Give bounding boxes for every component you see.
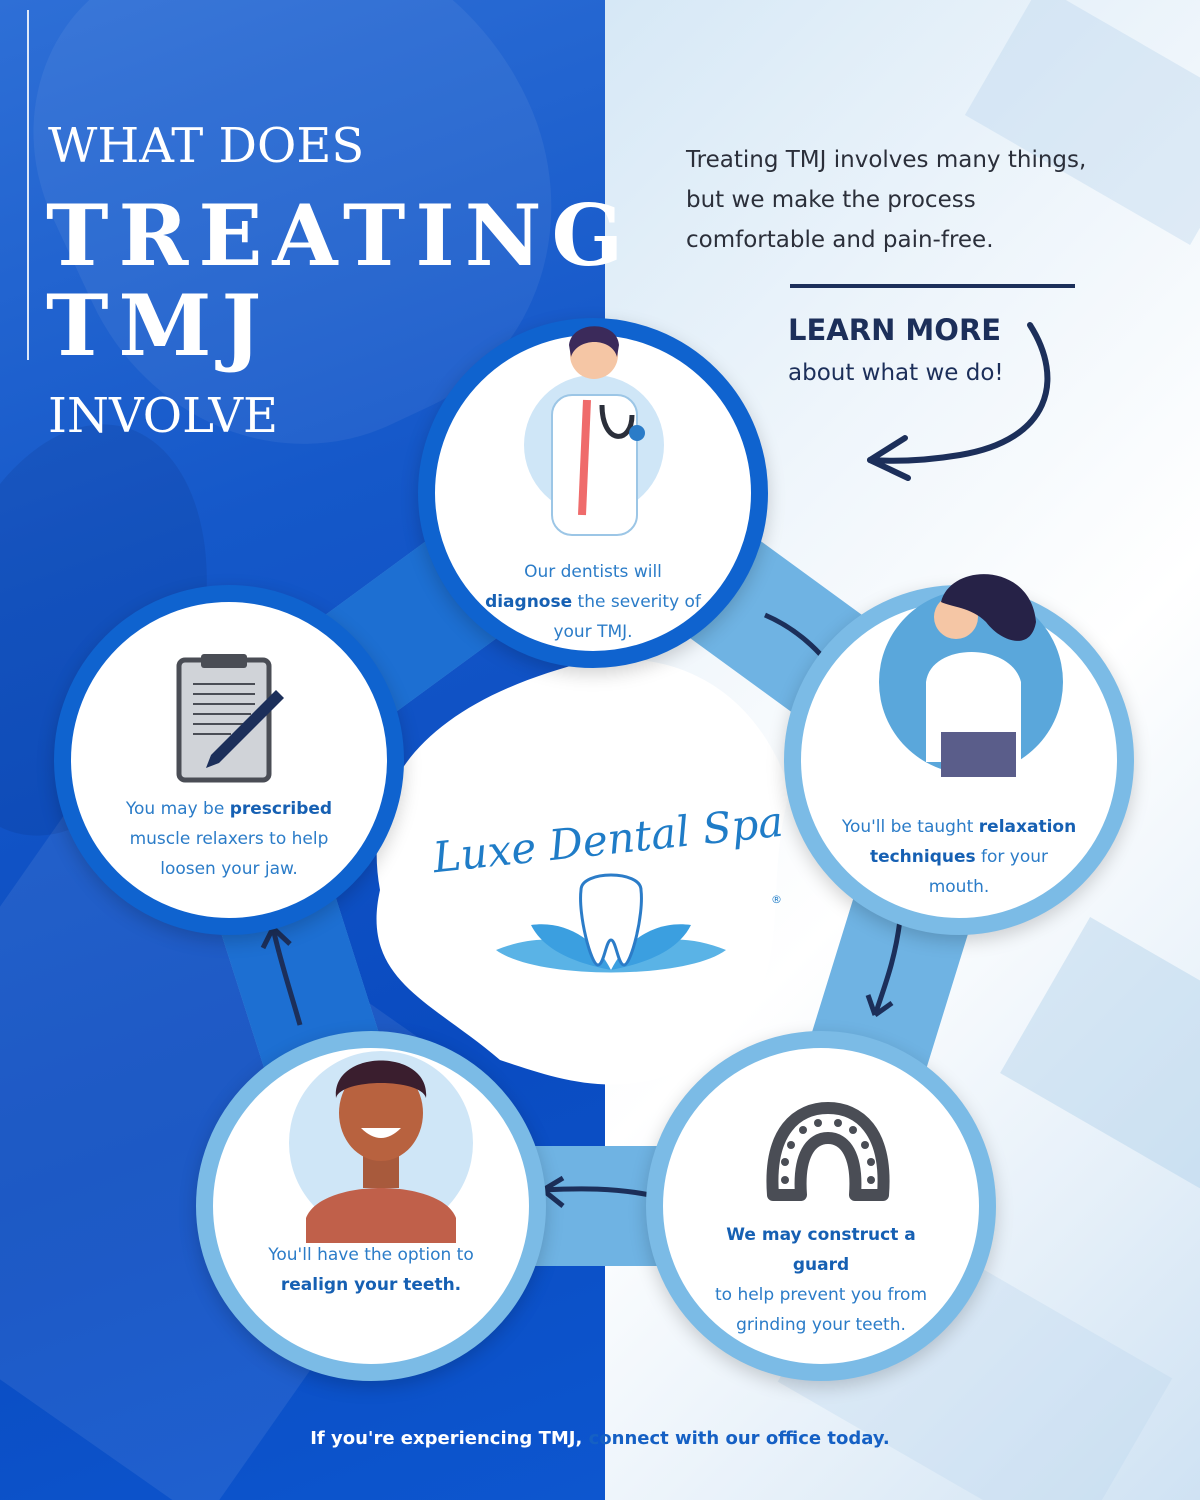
step-text: Our dentists will diagnose the severity … [485,562,701,642]
title-line-4: INVOLVE [48,388,279,444]
tooth-lotus-logo-icon [496,873,726,973]
step-card-guard: We may construct a guard to help prevent… [646,1031,996,1381]
thinking-woman-icon [879,574,1063,777]
footer-cta: If you're experiencing TMJ, connect with… [0,1428,1200,1449]
footer-link[interactable]: connect with our office today. [588,1428,890,1449]
intro-text: Treating TMJ involves many things, but w… [686,140,1156,260]
step-arrow-icon [541,1175,651,1208]
title-line-3: TMJ [46,276,272,375]
step-arrow-icon [260,926,303,1026]
registered-mark: ® [771,893,782,906]
step-card-relaxation: You'll be taught relaxation techniques f… [784,574,1134,935]
clipboard-pen-icon [176,654,284,783]
step-text: We may construct a guard to help prevent… [714,1225,928,1335]
title-line-1: WHAT DOES [48,118,365,174]
learn-more-subtext: about what we do! [788,360,1004,386]
smiling-man-icon [289,1051,473,1243]
curved-arrow-icon [867,322,1051,481]
title-accent-line [27,10,29,360]
learn-more-heading[interactable]: LEARN MORE [788,313,1002,347]
step-card-diagnose: Our dentists will diagnose the severity … [418,318,768,668]
intro-line: but we make the process [686,187,976,213]
doctor-icon [524,326,664,536]
footer-text: If you're experiencing TMJ, [310,1428,583,1449]
step-card-prescribed: You may be prescribed muscle relaxers to… [54,585,404,935]
step-text: You'll have the option to realign your t… [268,1245,474,1295]
divider [790,284,1075,288]
step-text: You may be prescribed muscle relaxers to… [125,799,333,879]
step-text: You'll be taught relaxation techniques f… [841,817,1077,897]
step-card-realign: You'll have the option to realign your t… [196,1031,546,1381]
intro-line: comfortable and pain-free. [686,227,994,253]
intro-line: Treating TMJ involves many things, [686,147,1087,173]
title-line-2: TREATING [46,186,634,285]
mouth-guard-icon [766,1102,890,1201]
step-arrow-icon [865,919,903,1018]
